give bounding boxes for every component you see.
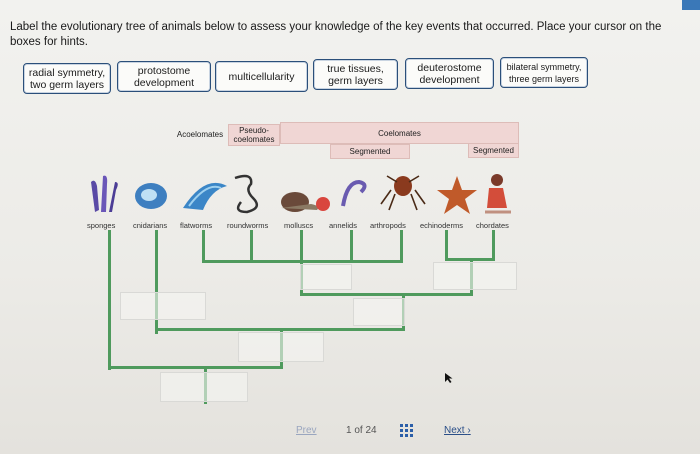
chip-label: bilateral symmetry, three germ layers [506, 61, 582, 84]
tree-node-deuterostomes [445, 258, 495, 261]
animal-label-arthropods: arthropods [370, 221, 406, 230]
chip-label: multicellularity [228, 70, 295, 83]
tree-branch-echinoderms [445, 230, 448, 260]
chevron-right-icon: › [467, 425, 471, 436]
drop-target-deuterostome[interactable] [433, 262, 517, 290]
tree-branch-chordates [492, 230, 495, 260]
chip-label: radial symmetry, two germ layers [28, 66, 106, 91]
tree-branch-roundworms [250, 230, 253, 262]
animal-label-annelids: annelids [329, 221, 357, 230]
tree-branch-arthropods [400, 230, 403, 262]
annelid-icon [341, 179, 367, 207]
animal-label-roundworms: roundworms [227, 221, 269, 230]
drop-target-cnidarian-branch[interactable] [120, 292, 206, 320]
next-label: Next [444, 425, 465, 436]
band-pseudocoelomates: Pseudo- coelomates [228, 124, 280, 146]
drop-target-true-tissues[interactable] [238, 332, 324, 362]
page-indicator: 1 of 24 [346, 425, 377, 436]
band-segmented-chordates: Segmented [468, 143, 519, 158]
label-chip-multicellularity[interactable]: multicellularity [215, 61, 308, 92]
mollusc-icon [281, 192, 319, 212]
animal-label-echinoderms: echinoderms [420, 221, 463, 230]
chip-label: true tissues, germ layers [327, 62, 384, 87]
animal-label-sponges: sponges [87, 221, 116, 230]
animal-label-cnidarians: cnidarians [133, 221, 168, 230]
tree-branch-molluscs [300, 230, 303, 262]
band-text: Pseudo- coelomates [233, 126, 275, 144]
chordate-icon [485, 174, 511, 214]
tree-node-eumetazoans [155, 328, 405, 331]
mollusc-shell-icon [316, 197, 330, 211]
next-button[interactable]: Next › [444, 425, 471, 436]
band-coelomates: Coelomates [280, 122, 519, 144]
flatworm-icon [183, 182, 227, 210]
drop-target-multicellularity[interactable] [160, 372, 248, 402]
label-chip-radial-symmetry[interactable]: radial symmetry, two germ layers [23, 63, 111, 94]
sponge-icon [91, 175, 118, 212]
animal-label-flatworms: flatworms [180, 221, 213, 230]
band-text: Segmented [473, 146, 514, 155]
cnidarian-icon [135, 183, 167, 209]
prev-button[interactable]: Prev [296, 425, 317, 436]
tree-branch-sponges [108, 230, 111, 370]
label-chip-bilateral-symmetry[interactable]: bilateral symmetry, three germ layers [500, 57, 588, 88]
label-chip-deuterostome-development[interactable]: deuterostome development [405, 58, 494, 89]
roundworm-icon [234, 174, 259, 214]
chip-label: protostome development [133, 64, 195, 89]
tree-branch-flatworms [202, 230, 205, 262]
label-chip-true-tissues[interactable]: true tissues, germ layers [313, 59, 398, 90]
mouse-cursor-icon [445, 373, 453, 383]
grid-view-icon[interactable] [400, 424, 413, 437]
instructions-text: Label the evolutionary tree of animals b… [10, 21, 662, 48]
chip-label: deuterostome development [417, 61, 482, 86]
band-segmented-annelids: Segmented [330, 144, 410, 159]
tree-branch-annelids [350, 230, 353, 262]
band-acoelomates: Acoelomates [176, 130, 224, 139]
label-chip-protostome-development[interactable]: protostome development [117, 61, 211, 92]
tree-branch-cnidarians [155, 230, 158, 334]
band-text: Segmented [349, 147, 391, 156]
tree-node-bilaterians [300, 293, 473, 296]
arthropod-icon [380, 175, 426, 211]
echinoderm-icon [437, 176, 477, 214]
tree-node-protostomes [202, 260, 403, 263]
drop-target-bilateral[interactable] [353, 298, 405, 326]
window-accent [682, 0, 700, 10]
animal-label-molluscs: molluscs [284, 221, 314, 230]
band-text: Coelomates [378, 128, 421, 138]
animal-illustrations [91, 174, 511, 214]
tree-node-animals [108, 366, 283, 369]
drop-target-protostome[interactable] [300, 264, 352, 290]
animal-label-chordates: chordates [476, 221, 509, 230]
